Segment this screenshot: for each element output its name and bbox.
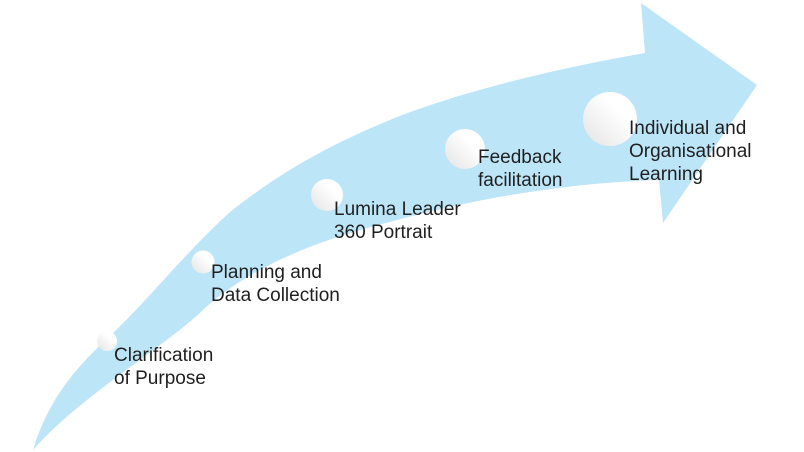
step-label-lumina-leader-360-portrait: Lumina Leader 360 Portrait xyxy=(334,198,461,244)
step-label-line: of Purpose xyxy=(114,368,206,389)
step-label-line: Data Collection xyxy=(211,285,340,306)
step-label-line: 360 Portrait xyxy=(334,222,433,243)
step-label-line: Planning and xyxy=(211,262,322,283)
step-label-feedback-facilitation: Feedback facilitation xyxy=(478,146,563,192)
step-label-planning-and-data-collection: Planning and Data Collection xyxy=(211,261,340,307)
step-marker-circle-3 xyxy=(311,179,343,211)
step-label-line: Clarification xyxy=(114,345,214,366)
process-arrow xyxy=(33,3,757,450)
step-marker-circle-5 xyxy=(583,92,637,146)
step-label-clarification-of-purpose: Clarification of Purpose xyxy=(114,344,213,390)
step-label-line: Organisational xyxy=(629,141,752,162)
step-label-line: facilitation xyxy=(478,170,563,191)
step-label-line: Feedback xyxy=(478,147,562,168)
step-label-line: Learning xyxy=(629,164,703,185)
step-marker-circle-1 xyxy=(97,331,117,351)
step-marker-circle-4 xyxy=(445,129,485,169)
step-label-line: Individual and xyxy=(629,118,747,139)
step-marker-circle-2 xyxy=(191,250,215,274)
step-label-line: Lumina Leader xyxy=(334,199,461,220)
step-label-individual-organisational-learning: Individual and Organisational Learning xyxy=(629,117,752,186)
